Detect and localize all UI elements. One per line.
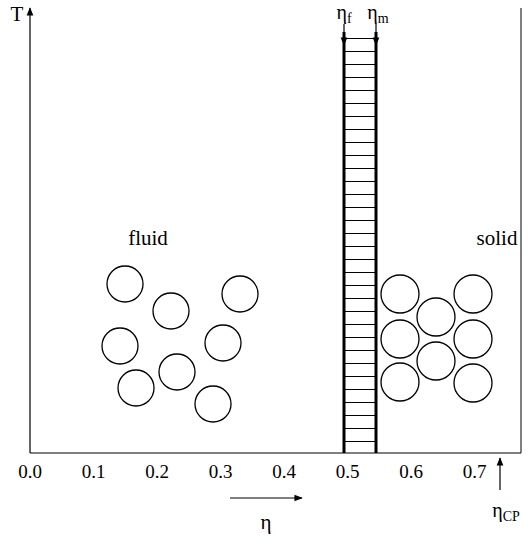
tick-label: 0.3 bbox=[209, 462, 233, 481]
tick-label: 0.4 bbox=[272, 462, 296, 481]
hatching bbox=[344, 32, 376, 453]
pointer-arrow bbox=[343, 24, 344, 45]
pointer-arrow bbox=[375, 24, 376, 45]
direction-arrow bbox=[230, 497, 302, 498]
region-label: fluid bbox=[128, 228, 168, 249]
x-axis bbox=[30, 452, 521, 453]
region-label: solid bbox=[477, 228, 518, 249]
y-axis bbox=[29, 8, 30, 453]
fluid-particles bbox=[102, 266, 258, 422]
solid-particles bbox=[381, 275, 492, 402]
tick-label: 0.1 bbox=[82, 462, 106, 481]
melting-line bbox=[375, 32, 378, 453]
pointer-label: ηm bbox=[367, 2, 388, 22]
pointer-arrow bbox=[499, 458, 500, 490]
axis-label: T bbox=[11, 4, 24, 25]
tick-label: 0.5 bbox=[336, 462, 360, 481]
tick-label: 0.0 bbox=[18, 462, 42, 481]
tick-label: 0.2 bbox=[145, 462, 169, 481]
frame-line bbox=[521, 8, 522, 453]
axes bbox=[30, 8, 521, 453]
tick-label: 0.7 bbox=[463, 462, 487, 481]
tick-label: 0.6 bbox=[399, 462, 423, 481]
freezing-line bbox=[343, 32, 346, 453]
coexistence-band bbox=[344, 24, 376, 453]
pointer-label: ηf bbox=[336, 2, 351, 22]
pointer-label: ηCP bbox=[492, 500, 520, 520]
axis-label: η bbox=[261, 512, 272, 533]
